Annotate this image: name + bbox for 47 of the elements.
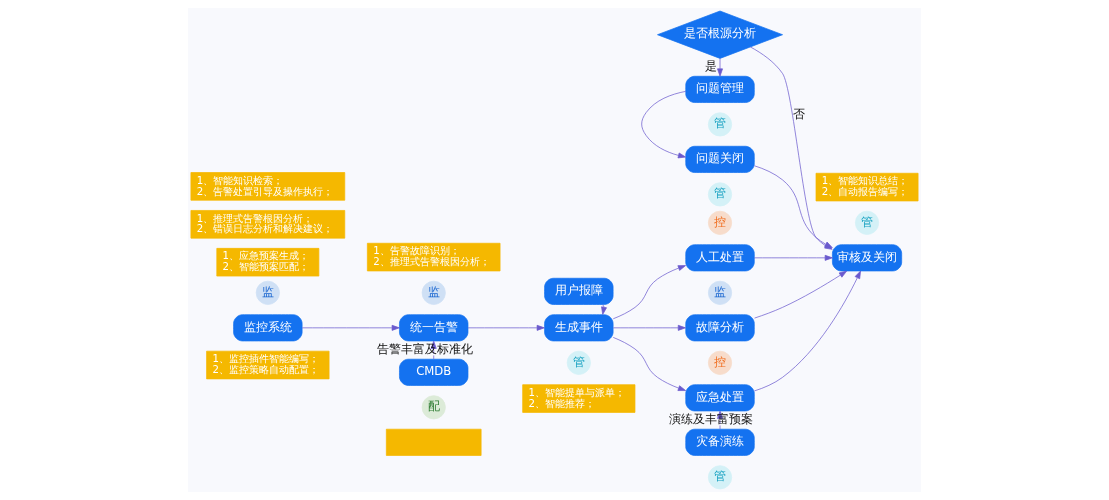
- node-box: 统一告警: [399, 314, 469, 342]
- arrow: [601, 304, 607, 315]
- node-box: 用户报障: [544, 277, 614, 305]
- node-circle: 监: [255, 280, 280, 305]
- node-box: 1、监控插件智能编写； 2、监控策略自动配置；: [206, 350, 330, 380]
- edge-label: 演练及丰富预案: [669, 411, 754, 426]
- node-circle: 管: [566, 350, 591, 375]
- arrow: [641, 91, 687, 159]
- node-box: 故障分析: [685, 314, 755, 342]
- node-box: 审核及关闭: [832, 244, 903, 272]
- arrow: [754, 270, 847, 319]
- node-box: 1、告警故障识别； 2、推理式告警根因分析；: [367, 242, 501, 272]
- node-circle: 控: [708, 350, 733, 375]
- node-box: 应急处置: [685, 384, 755, 412]
- arrow: [612, 337, 686, 391]
- node-box: 问题关闭: [685, 145, 755, 173]
- node-box: 1、推理式告警根因分析； 2、错误日志分析和解决建议；: [190, 210, 346, 239]
- edge-label: 否: [793, 106, 806, 121]
- arrow: [717, 58, 723, 77]
- node-box: 1、应急预案生成； 2、智能预案匹配；: [216, 248, 320, 277]
- node-circle: 管: [855, 210, 880, 235]
- edge-label: 是: [705, 59, 718, 74]
- node-box: 问题管理: [685, 75, 755, 103]
- arrow: [753, 254, 833, 261]
- node-circle: 监: [421, 280, 446, 305]
- node-box: 监控系统: [233, 314, 303, 342]
- node-box: 1、智能知识总结； 2、自动报告编写；: [815, 172, 919, 202]
- node-diamond: 是否根源分析: [657, 10, 783, 59]
- node-box: 1、智能提单与派单； 2、智能推荐；: [522, 384, 636, 413]
- node-box: [385, 428, 482, 456]
- arrow: [301, 324, 400, 331]
- node-box: 灾备演练: [685, 428, 755, 456]
- node-box: CMDB: [399, 358, 469, 386]
- node-circle: 管: [708, 182, 733, 207]
- node-circle: 管: [708, 465, 733, 490]
- node-circle: 监: [708, 280, 733, 305]
- edge-label: 告警丰富及标准化: [376, 341, 473, 356]
- arrow: [467, 324, 545, 331]
- node-box: 人工处置: [685, 244, 755, 272]
- node-circle: 管: [708, 112, 733, 137]
- node-box: 生成事件: [544, 314, 614, 342]
- node-box: 1、智能知识检索； 2、告警处置引导及操作执行；: [190, 172, 346, 201]
- node-circle: 配: [421, 395, 446, 420]
- arrow: [613, 324, 686, 331]
- node-circle: 控: [708, 210, 733, 235]
- arrow: [612, 265, 686, 320]
- arrow: [753, 270, 861, 392]
